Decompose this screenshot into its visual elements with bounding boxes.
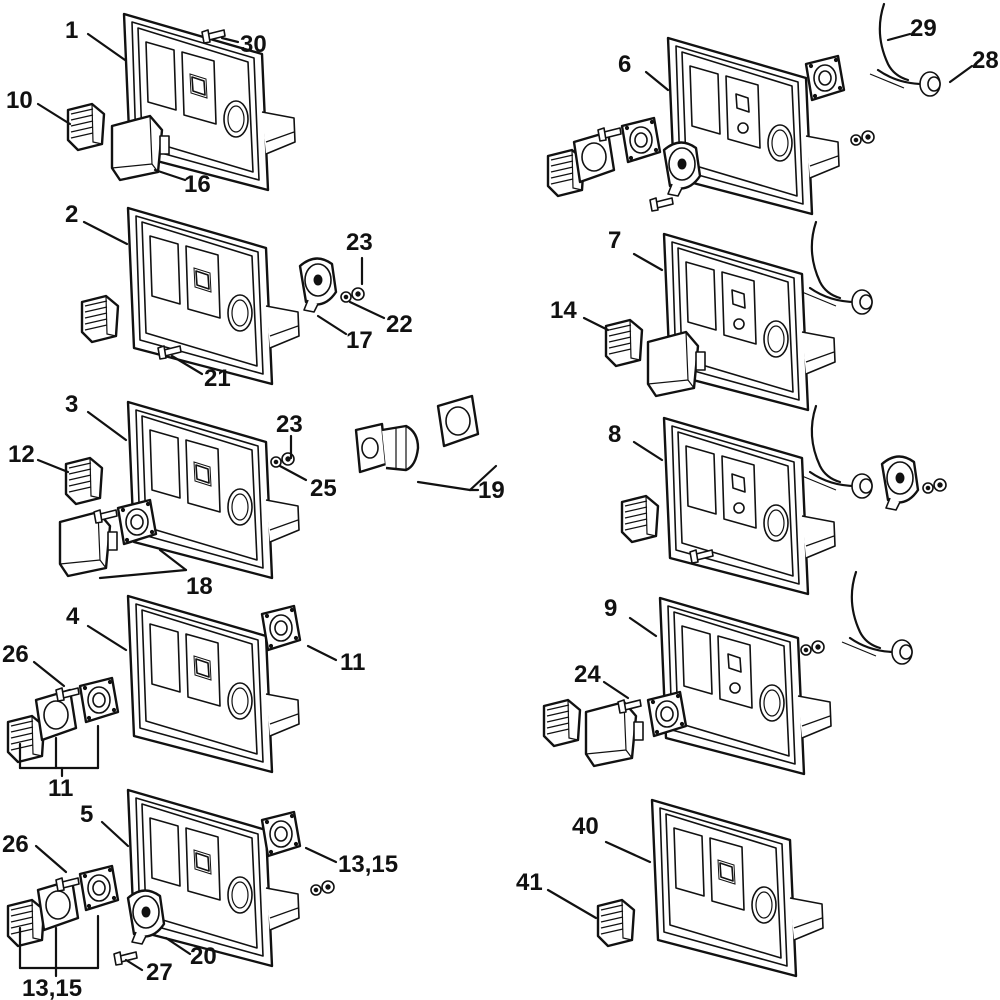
- label-14: 14: [550, 297, 577, 324]
- label-3: 3: [65, 391, 78, 418]
- label-12: 12: [8, 441, 35, 468]
- label-41: 41: [516, 869, 543, 896]
- receptacle-19: [354, 394, 480, 474]
- label-1: 1: [65, 17, 78, 44]
- label-20: 20: [190, 943, 217, 970]
- label-27: 27: [146, 959, 173, 986]
- label-8: 8: [608, 421, 621, 448]
- panel-assembly-7: [604, 220, 874, 412]
- label-25: 25: [310, 475, 337, 502]
- label-21: 21: [204, 365, 231, 392]
- label-19: 19: [478, 477, 505, 504]
- label-22: 22: [386, 311, 413, 338]
- panel-assembly-8: [620, 404, 947, 596]
- label-18: 18: [186, 573, 213, 600]
- label-9: 9: [604, 595, 617, 622]
- label-11b: 11: [48, 775, 73, 802]
- panel-assembly-4: [6, 594, 302, 774]
- label-13-15a: 13,15: [338, 851, 398, 878]
- label-23a: 23: [346, 229, 373, 256]
- label-23b: 23: [276, 411, 303, 438]
- label-7: 7: [608, 227, 621, 254]
- label-26b: 26: [2, 831, 29, 858]
- label-17: 17: [346, 327, 373, 354]
- label-30: 30: [240, 31, 267, 58]
- label-10: 10: [6, 87, 33, 114]
- panel-assembly-6: [546, 2, 942, 216]
- label-13-15b: 13,15: [22, 975, 82, 1000]
- label-5: 5: [80, 801, 93, 828]
- label-11a: 11: [340, 649, 365, 676]
- label-28: 28: [972, 47, 999, 74]
- label-4: 4: [66, 603, 80, 630]
- label-26a: 26: [2, 641, 29, 668]
- label-29: 29: [910, 15, 937, 42]
- panel-assembly-2: [80, 206, 365, 386]
- label-2: 2: [65, 201, 78, 228]
- label-16: 16: [184, 171, 211, 198]
- panel-assembly-40: [596, 798, 825, 978]
- label-40: 40: [572, 813, 599, 840]
- label-6: 6: [618, 51, 631, 78]
- panel-assembly-3: [58, 400, 301, 580]
- callout-labels: 1 30 10 16 2 23 22 17 21 3 23 12 25 19 1…: [2, 15, 999, 1000]
- label-24: 24: [574, 661, 601, 688]
